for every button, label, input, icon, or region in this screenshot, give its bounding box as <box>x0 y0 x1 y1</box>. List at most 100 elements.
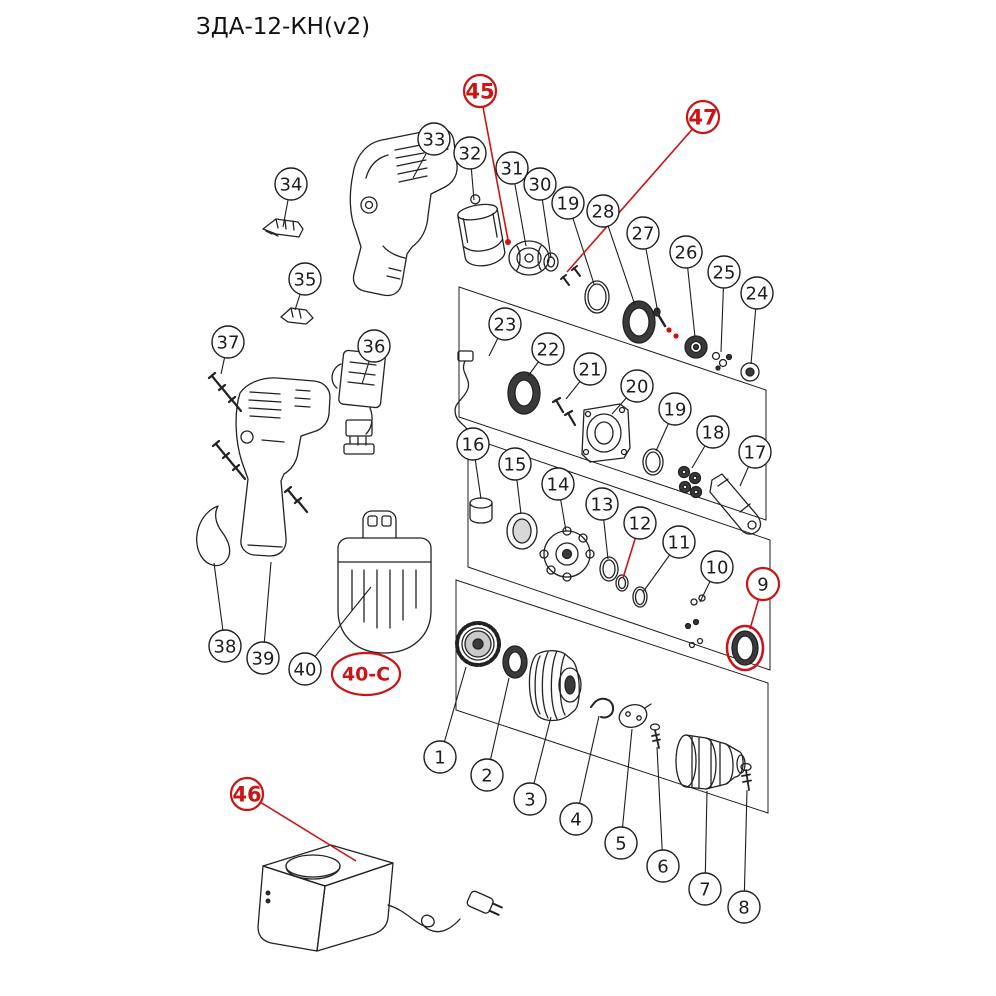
callout-bubble-11-28 <box>662 525 696 559</box>
leader-line-6-41 <box>656 746 664 867</box>
part-25-washers <box>711 351 733 371</box>
callout-label-6-41: 6 <box>657 856 668 877</box>
part-18-gears <box>677 465 703 499</box>
callout-bubble-35-13 <box>288 262 322 296</box>
callout-label-37-14: 37 <box>217 332 240 353</box>
leader-line-8-43 <box>743 789 748 908</box>
callout-label-34-0: 34 <box>280 174 303 195</box>
callout-bubble-18-21 <box>696 415 730 449</box>
callout-label-39-32: 39 <box>252 648 275 669</box>
part-14-clutch <box>539 526 595 582</box>
callout-label-32-2: 32 <box>459 143 482 164</box>
callout-bubble-16-23 <box>456 427 490 461</box>
callout-bubble-23-16 <box>488 307 522 341</box>
red-dot-1 <box>505 239 511 245</box>
callout-label-20-19: 20 <box>626 376 649 397</box>
part-46-charger <box>257 844 503 952</box>
callout-bubble-38-31 <box>208 629 242 663</box>
part-drawings <box>196 127 762 952</box>
callout-label-47-7: 47 <box>688 105 717 129</box>
callout-label-5-40: 5 <box>615 833 626 854</box>
callout-bubble-33-1 <box>417 122 451 156</box>
part-7-chuck <box>675 734 746 790</box>
callout-label-1-36: 1 <box>434 747 445 768</box>
callout-bubble-5-40 <box>604 826 638 860</box>
part-27-pin <box>653 307 667 328</box>
part-12-washer <box>615 574 629 592</box>
callout-label-23-16: 23 <box>494 314 517 335</box>
callout-bubble-13-26 <box>585 487 619 521</box>
part-32-motor <box>457 194 506 267</box>
callout-bubble-36-15 <box>357 329 391 363</box>
diagram-title: ЗДА-12-КН(v2) <box>196 14 371 40</box>
red-highlight-ellipse-4 <box>725 624 765 672</box>
part-19-oring <box>584 280 610 314</box>
callout-label-21-18: 21 <box>579 359 602 380</box>
callout-label-13-26: 13 <box>591 494 614 515</box>
part-6-screw <box>649 723 661 749</box>
part-22-ring <box>507 371 541 415</box>
callout-bubble-12-27 <box>623 506 657 540</box>
part-15-ring <box>506 512 538 550</box>
callout-bubble-34-0 <box>274 167 308 201</box>
callout-label-27-9: 27 <box>632 223 655 244</box>
callout-bubble-47-7 <box>685 99 721 135</box>
group-box-1 <box>458 286 767 521</box>
callout-label-12-27: 12 <box>629 513 652 534</box>
part-30-washer-screws <box>543 252 581 286</box>
part-9-washer <box>731 630 759 666</box>
part-1-gear <box>455 621 501 667</box>
callout-label-19-6: 19 <box>557 193 580 214</box>
callout-label-36-15: 36 <box>363 336 386 357</box>
callout-label-30-5: 30 <box>529 174 552 195</box>
callout-bubble-45-3 <box>462 73 498 109</box>
leader-line-40-33 <box>304 586 372 670</box>
part-19b-ring <box>642 448 664 476</box>
part-4-clip <box>590 697 615 719</box>
part-39-lower-housing <box>235 377 331 557</box>
callout-bubble-9-30 <box>745 566 781 602</box>
callout-label-26-10: 26 <box>675 242 698 263</box>
red-dot-2 <box>666 327 672 333</box>
part-2-ring <box>502 645 528 679</box>
callout-bubble-28-8 <box>586 194 620 228</box>
callout-bubble-40-C-34 <box>330 651 402 697</box>
callout-bubble-8-43 <box>727 890 761 924</box>
callout-label-15-24: 15 <box>504 454 527 475</box>
callout-bubble-39-32 <box>246 641 280 675</box>
leader-line-45-3 <box>479 90 509 241</box>
callout-label-7-42: 7 <box>699 879 710 900</box>
callout-label-28-8: 28 <box>592 201 615 222</box>
callout-label-24-12: 24 <box>746 283 769 304</box>
leader-line-46-35 <box>246 793 357 862</box>
callout-label-25-11: 25 <box>713 262 736 283</box>
assembly-group-boxes <box>455 286 771 814</box>
callout-bubble-32-2 <box>453 136 487 170</box>
callout-bubble-21-18 <box>573 352 607 386</box>
callout-label-31-4: 31 <box>501 158 524 179</box>
callout-label-3-38: 3 <box>524 789 535 810</box>
part-24-bearing <box>740 362 760 382</box>
group-box-3 <box>455 579 769 814</box>
callout-bubble-4-39 <box>559 802 593 836</box>
callout-label-16-23: 16 <box>462 434 485 455</box>
group-box-2 <box>467 436 771 671</box>
part-16-bushing <box>469 497 493 524</box>
red-highlight-marks <box>505 239 765 672</box>
part-17-shaft <box>709 473 762 535</box>
leader-line-4-39 <box>575 715 600 820</box>
part-23-wire <box>454 350 474 437</box>
part-31-fan <box>508 240 550 276</box>
callout-label-22-17: 22 <box>537 339 560 360</box>
callout-label-38-31: 38 <box>214 636 237 657</box>
callout-bubble-31-4 <box>495 151 529 185</box>
callout-bubble-46-35 <box>229 776 265 812</box>
callout-bubble-19-20 <box>658 392 692 426</box>
part-35-clip <box>280 307 314 325</box>
callout-label-46-35: 46 <box>232 782 261 806</box>
part-21-screws <box>551 396 577 427</box>
callout-label-2-37: 2 <box>481 765 492 786</box>
